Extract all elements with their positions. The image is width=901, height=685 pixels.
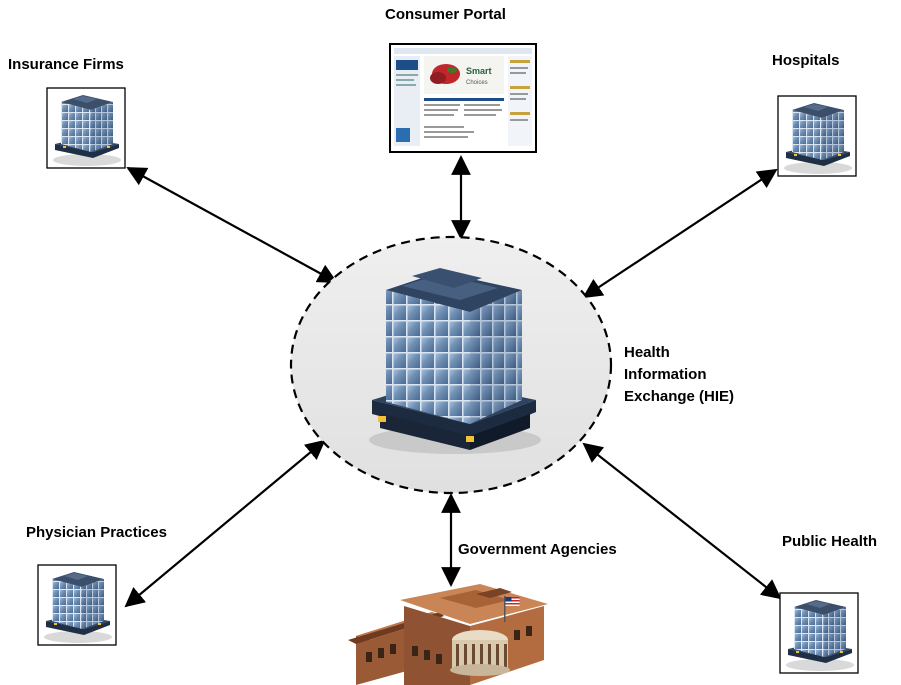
government-agencies-node <box>348 584 548 685</box>
insurance-firms-node <box>46 87 126 169</box>
public-health-node <box>779 592 859 674</box>
office-building-icon <box>37 564 117 646</box>
physician-practices-node <box>37 564 117 646</box>
arrow-physician-hie <box>124 439 326 608</box>
hie-label-line-3: Exchange (HIE) <box>624 388 735 405</box>
arrow-hospitals-hie <box>582 168 778 299</box>
arrow-public-health-hie <box>582 442 782 600</box>
flag-icon <box>504 596 520 622</box>
portal-headline: Smart <box>466 66 492 76</box>
connector-arrows <box>124 155 782 608</box>
hie-label-line-1: Health <box>624 344 670 361</box>
office-building-icon <box>779 592 859 674</box>
government-building-icon <box>348 584 548 685</box>
web-page-icon: Smart Choices <box>389 43 537 153</box>
hospitals-label: Hospitals <box>772 52 840 69</box>
insurance-firms-label: Insurance Firms <box>8 56 124 73</box>
office-building-icon <box>777 95 857 177</box>
hospitals-node <box>777 95 857 177</box>
public-health-label: Public Health <box>782 533 878 550</box>
government-agencies-label: Government Agencies <box>458 541 617 558</box>
office-building-icon <box>369 268 541 454</box>
consumer-portal-label: Consumer Portal <box>385 6 506 23</box>
arrow-insurance-hie <box>126 167 338 283</box>
consumer-portal-node: Smart Choices <box>389 43 537 153</box>
hie-label-line-2: Information <box>624 366 707 383</box>
hie-hub <box>289 235 613 495</box>
physician-practices-label: Physician Practices <box>26 524 167 541</box>
office-building-icon <box>46 87 126 169</box>
hie-label: Health Information Exchange (HIE) <box>624 342 734 408</box>
portal-subline: Choices <box>466 80 488 86</box>
